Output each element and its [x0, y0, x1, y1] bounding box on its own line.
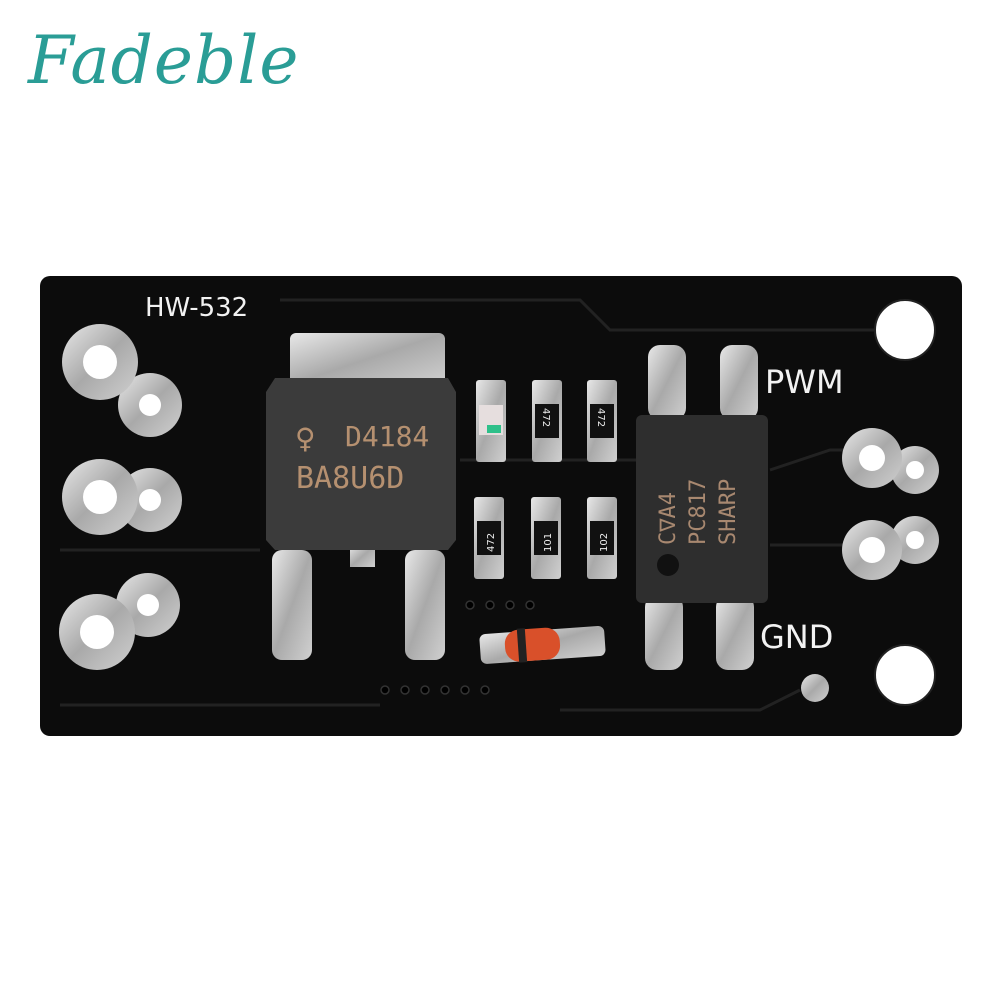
terminal-pad	[62, 324, 182, 437]
pwm-pad	[842, 428, 939, 494]
svg-text:102: 102	[599, 533, 610, 552]
resistor: 101	[531, 497, 561, 579]
smd-led	[476, 380, 506, 462]
svg-text:472: 472	[486, 533, 497, 552]
resistor: 102	[587, 497, 617, 579]
smd-components: 472 472 472 101 102	[474, 380, 617, 579]
mosfet-logo-icon: ♀	[295, 422, 316, 455]
resistor: 472	[474, 497, 504, 579]
brand-watermark: Fadeble	[28, 22, 300, 99]
opto-marking-1: C∇A4	[656, 492, 681, 545]
resistor: 472	[532, 380, 562, 462]
svg-text:472: 472	[540, 408, 551, 427]
svg-text:101: 101	[543, 533, 554, 552]
power-terminal-pads-left	[59, 324, 182, 670]
mosfet-chip: ♀ D4184 BA8U6D	[266, 333, 456, 660]
mounting-hole	[874, 299, 936, 361]
model-label: HW-532	[145, 293, 248, 323]
optocoupler-chip: C∇A4 PC817 SHARP	[636, 345, 768, 670]
opto-marking-2: PC817	[686, 479, 711, 545]
gnd-label: GND	[760, 618, 833, 656]
mosfet-marking-1: D4184	[345, 420, 429, 453]
resistor: 472	[587, 380, 617, 462]
terminal-pad	[62, 459, 182, 535]
mounting-hole	[874, 644, 936, 706]
svg-text:472: 472	[595, 408, 606, 427]
opto-marking-3: SHARP	[716, 479, 741, 545]
signal-pads-right	[842, 428, 939, 580]
mosfet-marking-2: BA8U6D	[296, 461, 404, 496]
pwm-label: PWM	[765, 363, 844, 401]
test-pad	[801, 674, 829, 702]
terminal-pad	[59, 573, 180, 670]
glass-diode	[479, 626, 606, 664]
gnd-pad	[842, 516, 939, 580]
